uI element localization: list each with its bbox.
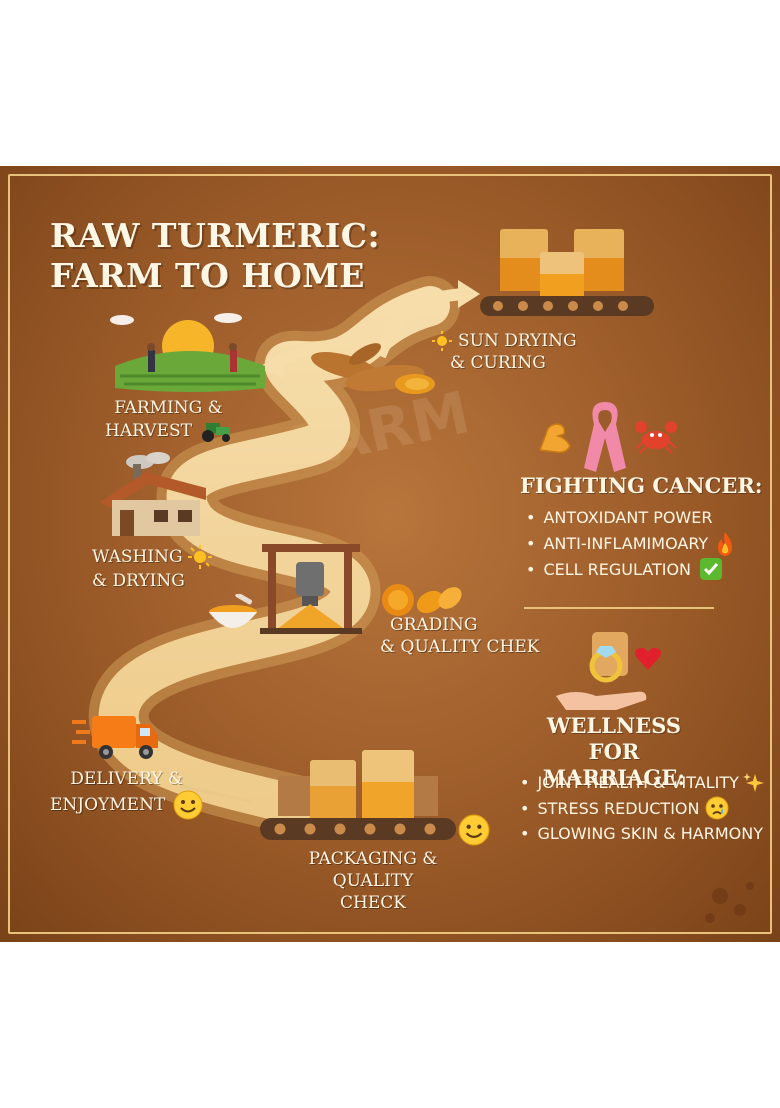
list-item: CELL REGULATION	[526, 557, 736, 583]
step-farming-line2: HARVEST	[105, 421, 192, 441]
marriage-item-3: GLOWING SKIN & HARMONY	[537, 824, 763, 843]
crying-face-icon	[705, 796, 729, 820]
title-line-2: FARM TO HOME	[50, 256, 365, 295]
farm-illustration	[110, 313, 265, 392]
marriage-item-2: STRESS REDUCTION	[537, 798, 700, 818]
step-delivery-line1: DELIVERY &	[70, 769, 184, 789]
delivery-truck-illustration	[72, 716, 158, 759]
flexed-arm-icon	[538, 423, 571, 454]
drying-conveyor-illustration	[480, 229, 654, 316]
turmeric-root-illustration	[311, 343, 435, 394]
grinder-machine-illustration	[260, 544, 362, 634]
step-grading-line2: & QUALITY CHEK	[380, 637, 540, 657]
step-washing-label: WASHING & DRYING	[92, 544, 213, 592]
list-item: ANTOXIDANT POWER	[526, 505, 736, 531]
packaging-conveyor-illustration	[260, 750, 456, 840]
step-delivery-label: DELIVERY & ENJOYMENT	[50, 768, 203, 820]
cancer-benefit-list: ANTOXIDANT POWER ANTI-INFLAMIMOARY CELL …	[526, 505, 736, 582]
page-title: RAW TURMERIC: FARM TO HOME	[50, 216, 380, 296]
house-illustration	[100, 452, 206, 536]
hand-ring-icon	[556, 632, 647, 710]
step-washing-line2: & DRYING	[92, 571, 185, 591]
cancer-item-1: ANTOXIDANT POWER	[543, 508, 713, 527]
step-washing-line1: WASHING	[92, 547, 183, 567]
step-farming-line2-wrap: HARVEST	[105, 419, 232, 443]
step-farming-label: FARMING & HARVEST	[105, 397, 232, 443]
infographic-poster: FARM RAW TURMERIC: FARM TO HOME	[0, 166, 780, 942]
step-delivery-line2: ENJOYMENT	[50, 795, 166, 815]
step-grading-label: GRADING & QUALITY CHEK	[380, 614, 539, 658]
crab-icon	[635, 421, 677, 454]
sun-icon	[432, 331, 452, 351]
winding-path	[88, 276, 480, 836]
step-washing-line1-wrap: WASHING	[92, 544, 213, 570]
list-item: JOINT HEALTH & VITALITY	[520, 770, 765, 796]
heart-icon	[635, 647, 661, 670]
powder-bowl-illustration	[209, 594, 257, 628]
cancer-item-3: CELL REGULATION	[543, 559, 692, 579]
step-farming-line1: FARMING &	[114, 398, 223, 418]
sparkles-icon	[742, 772, 764, 792]
smiley-icon	[458, 814, 490, 846]
tractor-icon	[201, 423, 230, 442]
step-sun-drying-line1: SUN DRYING	[458, 331, 577, 351]
step-packaging-line1: PACKAGING &	[308, 849, 438, 869]
title-line-1: RAW TURMERIC:	[50, 216, 381, 255]
list-item: STRESS REDUCTION	[520, 796, 765, 822]
step-packaging-label: PACKAGING & QUALITY CHECK	[300, 848, 446, 914]
decorative-splash	[705, 882, 754, 923]
marriage-benefit-list: JOINT HEALTH & VITALITY STRESS REDUCTION…	[520, 770, 765, 847]
marriage-item-1: JOINT HEALTH & VITALITY	[537, 773, 739, 792]
step-grading-line1: GRADING	[390, 615, 478, 635]
step-packaging-line2: QUALITY CHECK	[332, 871, 414, 913]
step-sun-drying-label: SUN DRYING & CURING	[432, 330, 577, 374]
arrow-right-icon	[458, 280, 480, 308]
section-divider	[524, 607, 714, 609]
smiley-icon	[173, 790, 203, 820]
turmeric-slices-illustration	[382, 584, 462, 616]
marriage-heading-line1: WELLNESS FOR	[546, 713, 682, 764]
cancer-heading: FIGHTING CANCER:	[520, 473, 763, 498]
pink-ribbon-icon	[584, 402, 626, 472]
step-delivery-line2-wrap: ENJOYMENT	[50, 790, 203, 820]
step-sun-drying-line2: & CURING	[450, 353, 546, 373]
list-item: GLOWING SKIN & HARMONY	[520, 821, 765, 847]
arrow-left-icon	[258, 352, 284, 378]
cancer-icons-row	[536, 398, 678, 474]
sun-icon	[187, 545, 212, 569]
fire-icon	[718, 531, 733, 556]
cancer-item-2: ANTI-INFLAMIMOARY	[543, 533, 709, 553]
list-item: ANTI-INFLAMIMOARY	[526, 531, 736, 557]
check-mark-icon	[700, 558, 723, 581]
step-sun-drying-line1-wrap: SUN DRYING	[432, 330, 577, 352]
